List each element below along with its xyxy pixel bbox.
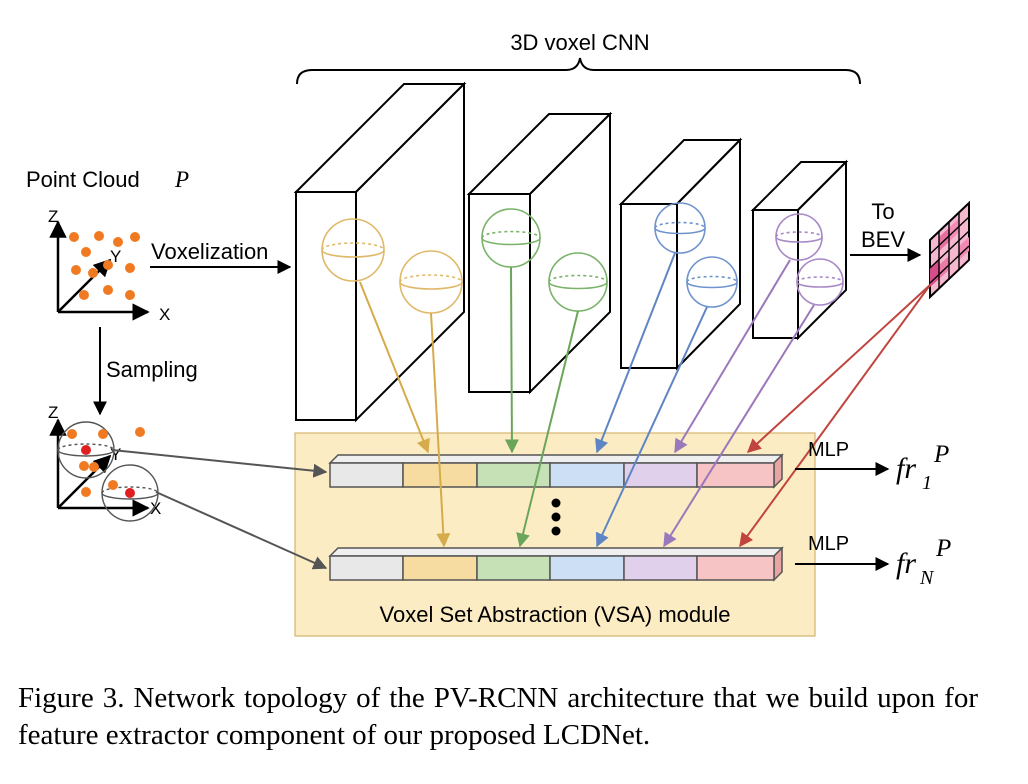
cnn-brace — [296, 57, 861, 85]
output-feature-n: fr N P — [896, 535, 951, 589]
sampled-points — [67, 427, 145, 497]
axis-x-label: X — [159, 305, 170, 324]
svg-text:fr: fr — [896, 452, 916, 485]
figure-caption: Figure 3. Network topology of the PV-RCN… — [18, 682, 978, 751]
vsa-label: Voxel Set Abstraction (VSA) module — [380, 602, 731, 627]
layer4-feature-arrows — [663, 259, 815, 548]
bev-grid — [929, 200, 970, 300]
voxelization-label: Voxelization — [151, 239, 268, 264]
axis-z-label-2: Z — [48, 403, 58, 422]
svg-text:fr: fr — [896, 547, 916, 580]
voxel-sphere — [321, 218, 385, 282]
svg-text:P: P — [935, 535, 951, 562]
point-cloud-axes — [49, 220, 150, 321]
layer2-feature-arrows — [504, 266, 579, 548]
voxel-sphere — [686, 256, 738, 308]
svg-text:1: 1 — [922, 472, 932, 494]
point-cloud-points — [69, 231, 140, 300]
bev-feature-arrows — [739, 284, 931, 548]
voxel-sphere — [775, 213, 823, 261]
layer3-feature-arrows — [595, 252, 708, 548]
axis-z-label: Z — [48, 207, 58, 226]
cnn-layer-3 — [618, 137, 743, 371]
keypoints — [81, 445, 135, 498]
mlp-label-1: MLP — [808, 439, 849, 461]
voxel-sphere — [796, 258, 844, 306]
axis-y-label: Y — [110, 247, 121, 266]
keypoint-arrow-1 — [111, 449, 328, 478]
axis-y-label-2: Y — [110, 445, 121, 464]
layer1-feature-arrows — [359, 281, 451, 548]
sampling-label: Sampling — [106, 357, 198, 382]
svg-text:N: N — [919, 567, 935, 589]
feature-bar-n — [328, 546, 784, 582]
cnn-title: 3D voxel CNN — [510, 30, 649, 55]
output-feature-1: fr 1 P — [896, 441, 949, 494]
axis-x-label-2: X — [150, 499, 161, 518]
cnn-layer-2 — [466, 111, 613, 395]
ellipsis-dots — [551, 498, 561, 536]
mlp-label-n: MLP — [808, 533, 849, 555]
cnn-layer-4 — [750, 159, 849, 341]
cnn-layer-1 — [293, 81, 467, 423]
point-cloud-symbol: P — [174, 167, 189, 192]
to-bev-label-1: To — [871, 199, 894, 224]
to-bev-label-2: BEV — [861, 227, 905, 252]
keypoint-arrow-n — [155, 491, 328, 570]
sampled-cloud-axes — [49, 418, 150, 517]
voxel-sphere — [654, 202, 706, 254]
point-cloud-label: Point Cloud — [26, 167, 140, 192]
feature-bar-1 — [328, 453, 784, 489]
svg-text:P: P — [933, 441, 949, 468]
